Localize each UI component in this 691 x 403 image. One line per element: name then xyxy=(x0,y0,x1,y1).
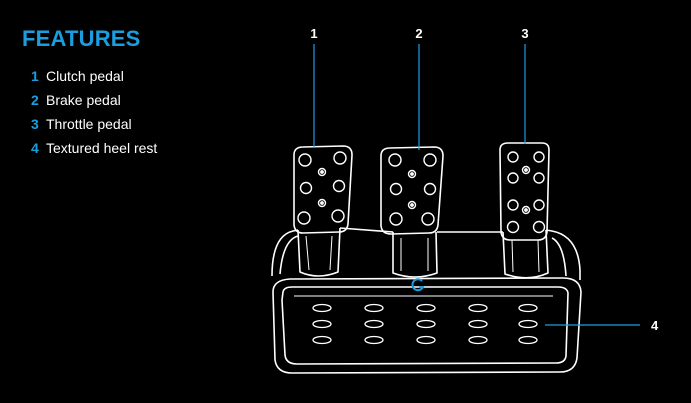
throttle-arm xyxy=(502,229,549,279)
heel-rest-panel xyxy=(281,286,569,365)
feature-label: Clutch pedal xyxy=(46,68,124,84)
logitech-g-icon xyxy=(411,278,425,292)
clutch-pedal-face xyxy=(293,145,353,234)
feature-label: Brake pedal xyxy=(46,92,121,108)
brake-pedal-face xyxy=(380,146,444,235)
throttle-pedal-face xyxy=(499,142,550,241)
base-top-rim xyxy=(279,235,299,275)
feature-label: Textured heel rest xyxy=(46,140,158,156)
callout-2: 2 xyxy=(415,26,422,41)
feature-number: 2 xyxy=(31,92,39,108)
feature-number: 1 xyxy=(31,68,39,84)
callout-4: 4 xyxy=(651,318,659,333)
callout-3: 3 xyxy=(521,26,528,41)
feature-item-heel-rest: 4 Textured heel rest xyxy=(31,139,157,163)
callout-1: 1 xyxy=(310,26,317,41)
page-title: FEATURES xyxy=(22,26,141,51)
brake-arm xyxy=(392,231,438,278)
feature-number: 3 xyxy=(31,116,39,132)
pedal-holes xyxy=(297,151,546,234)
feature-item-throttle: 3 Throttle pedal xyxy=(31,115,157,139)
heel-rest-outer xyxy=(272,277,582,374)
callout-lines xyxy=(313,44,640,326)
clutch-arm xyxy=(297,227,341,277)
feature-item-clutch: 1 Clutch pedal xyxy=(31,67,157,91)
feature-label: Throttle pedal xyxy=(46,116,132,132)
heel-rest-texture xyxy=(312,303,538,345)
features-list: 1 Clutch pedal 2 Brake pedal 3 Throttle ped… xyxy=(31,67,157,163)
pedal-base xyxy=(271,227,581,280)
feature-item-brake: 2 Brake pedal xyxy=(31,91,157,115)
pedal-arms xyxy=(297,227,549,279)
feature-number: 4 xyxy=(31,140,39,156)
